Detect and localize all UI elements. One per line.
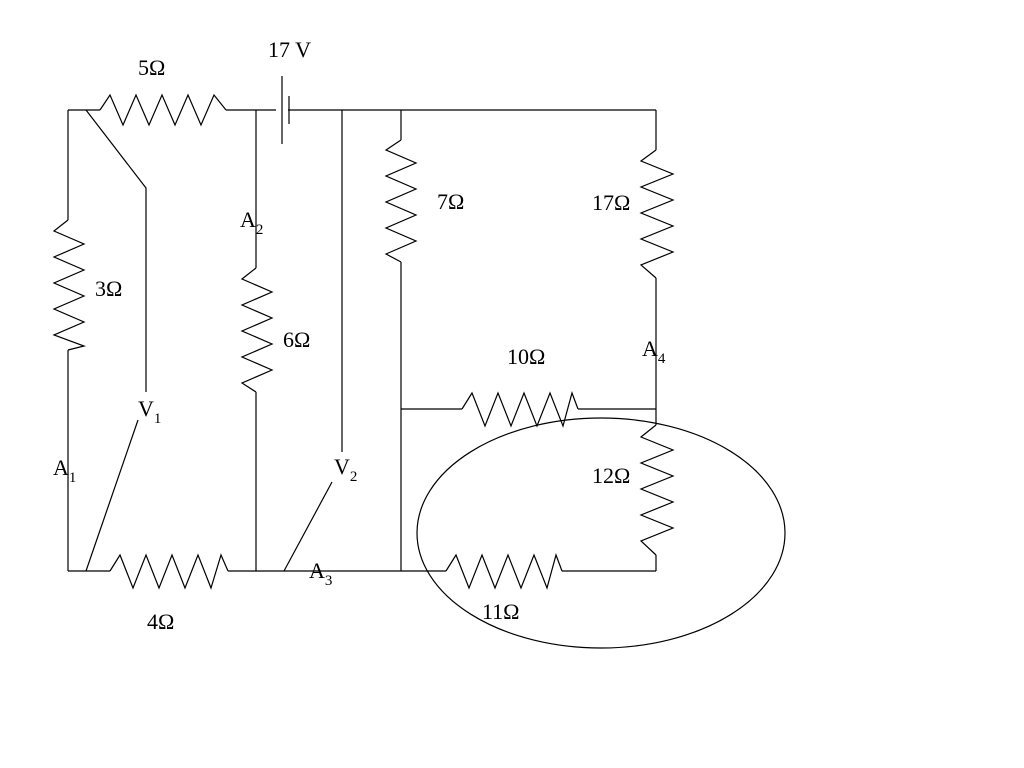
- resistor-6ohm: [240, 267, 274, 393]
- voltmeter-v2-label: V2: [334, 454, 357, 485]
- v2-lead-bottom: [283, 481, 333, 572]
- resistors: [52, 93, 675, 590]
- v1-lead-bottom: [85, 419, 139, 572]
- label-12ohm: 12Ω: [592, 463, 630, 488]
- resistor-10ohm: [461, 391, 579, 428]
- resistor-7ohm: [384, 139, 418, 263]
- label-4ohm: 4Ω: [147, 609, 174, 634]
- ammeter-a3-label: A3: [309, 558, 332, 589]
- labels: 17 V 5Ω 3Ω 6Ω 7Ω 17Ω 10Ω 12Ω 11Ω 4Ω A2 A…: [53, 37, 666, 634]
- ammeter-a4-label: A4: [642, 336, 666, 367]
- label-5ohm: 5Ω: [138, 55, 165, 80]
- voltmeter-v1-label: V1: [138, 396, 161, 427]
- label-10ohm: 10Ω: [507, 344, 545, 369]
- resistor-17ohm: [639, 149, 675, 279]
- resistor-5ohm: [99, 93, 227, 127]
- label-11ohm: 11Ω: [482, 599, 520, 624]
- ammeter-a2-label: A2: [240, 207, 263, 238]
- label-7ohm: 7Ω: [437, 189, 464, 214]
- label-6ohm: 6Ω: [283, 327, 310, 352]
- highlight-ellipse: [416, 417, 786, 649]
- label-3ohm: 3Ω: [95, 276, 122, 301]
- battery-label: 17 V: [268, 37, 311, 62]
- v1-lead-top: [85, 109, 147, 392]
- resistor-12ohm: [639, 424, 675, 556]
- resistor-3ohm: [52, 219, 87, 351]
- resistor-4ohm: [109, 553, 229, 590]
- label-17ohm: 17Ω: [592, 190, 630, 215]
- resistor-11ohm: [445, 553, 563, 590]
- wires: [67, 109, 657, 572]
- ammeter-a1-label: A1: [53, 455, 76, 486]
- battery-17v: [281, 76, 290, 144]
